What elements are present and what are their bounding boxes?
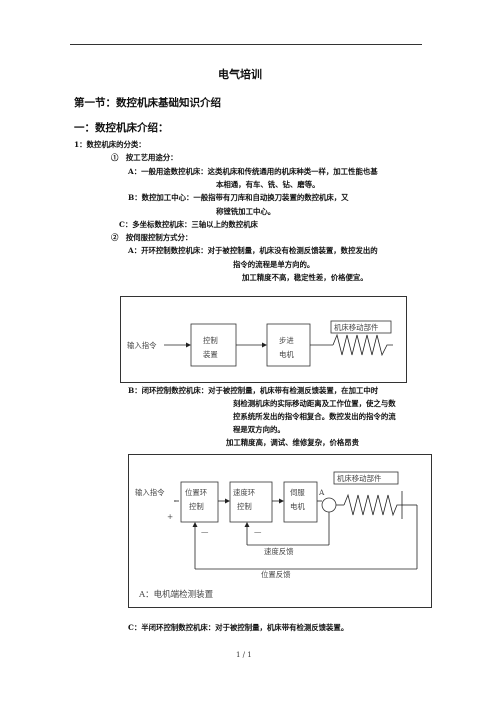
d2-speed-control-label2: 控制 bbox=[237, 502, 252, 511]
page-number: 1 / 1 bbox=[236, 651, 252, 659]
section-heading: 第一节：数控机床基础知识介绍 bbox=[74, 97, 221, 109]
text-line: A：一般用途数控机床：这类机床和传统通用的机床种类一样，加工性能也基 bbox=[128, 167, 378, 176]
d1-moving-part-label: 机床移动部件 bbox=[334, 323, 379, 332]
d1-moving-part-box bbox=[330, 320, 392, 334]
text-line: 指令的流程是单方向的。 bbox=[233, 260, 315, 269]
subsection-heading: 一：数控机床介绍： bbox=[74, 122, 169, 134]
d2-speed-feedback-label: 速度反馈 bbox=[264, 547, 294, 556]
d2-moving-part-box bbox=[333, 471, 399, 485]
d2-speed-control-label1: 速度环 bbox=[233, 488, 255, 497]
d2-minus-sign-1: — bbox=[201, 527, 209, 536]
text-line: B：数控加工中心：一般指带有刀库和自动换刀装置的数控机床，又 bbox=[128, 193, 349, 202]
d2-servo-motor-box bbox=[283, 481, 318, 523]
d1-motor-label2: 电机 bbox=[279, 350, 294, 359]
d1-leadscrew bbox=[332, 333, 393, 357]
d2-caption: A：电机端检测装置 bbox=[138, 589, 214, 600]
header-rule bbox=[70, 44, 422, 45]
d2-servo-motor-label2: 电机 bbox=[290, 502, 305, 511]
d2-input-label: 输入指令 bbox=[135, 488, 165, 497]
text-line: ② 按伺服控制方式分： bbox=[111, 233, 193, 242]
text-line: 程是双方向的。 bbox=[233, 425, 285, 434]
text-line: 称镗铣加工中心。 bbox=[216, 207, 276, 216]
text-line: 控系统所发出的指令相复合。数控发出的指令的流 bbox=[233, 412, 396, 421]
d2-leadscrew bbox=[343, 493, 402, 517]
closed-loop-diagram: 输入指令 位置环 控制 + 速度环 控制 — 伺服 电机 — A 机床移动部件 … bbox=[128, 454, 432, 608]
text-line: 1：数控机床的分类： bbox=[74, 140, 146, 149]
d2-position-feedback-label: 位置反馈 bbox=[261, 570, 291, 579]
d1-input-label: 输入指令 bbox=[127, 341, 157, 350]
d2-moving-part-label: 机床移动部件 bbox=[337, 474, 382, 483]
text-line: 本相通，有车、铣、钻、磨等。 bbox=[216, 180, 320, 189]
d2-servo-motor-label1: 伺服 bbox=[290, 488, 305, 497]
text-line: 加工精度不高，稳定性差，价格便宜。 bbox=[242, 273, 368, 282]
page-title: 电气培训 bbox=[218, 68, 262, 81]
d1-controller-box bbox=[190, 323, 237, 367]
d2-minus-sign-2: — bbox=[254, 527, 262, 536]
text-line: B：闭环控制数控机床：对于被控制量，机床带有检测反馈装置，在加工中时 bbox=[128, 386, 379, 395]
d2-plus-sign: + bbox=[167, 512, 173, 521]
d2-speed-control-box bbox=[229, 481, 273, 523]
d2-position-control-label1: 位置环 bbox=[185, 488, 207, 497]
text-line: ① 按工艺用途分： bbox=[111, 153, 178, 162]
d2-encoder-circle bbox=[321, 497, 337, 513]
d1-motor-label1: 步进 bbox=[279, 336, 294, 345]
text-line: C：多坐标数控机床：三轴以上的数控机床 bbox=[119, 220, 258, 229]
open-loop-diagram: 输入指令 控制 装置 步进 电机 机床移动部件 bbox=[120, 296, 407, 383]
d1-motor-box bbox=[266, 323, 311, 367]
d2-position-control-box bbox=[180, 481, 219, 523]
d2-position-control-label2: 控制 bbox=[189, 502, 204, 511]
text-line: C：半闭环控制数控机床：对于被控制量，机床带有检测反馈装置。 bbox=[128, 623, 349, 632]
d1-controller-label1: 控制 bbox=[203, 336, 218, 345]
text-line: 加工精度高，调试、维修复杂，价格昂贵 bbox=[226, 438, 360, 447]
text-line: A：开环控制数控机床：对于被控制量，机床没有检测反馈装置，数控发出的 bbox=[128, 246, 378, 255]
d1-controller-label2: 装置 bbox=[203, 350, 218, 359]
d2-point-a-label: A bbox=[318, 488, 325, 497]
text-line: 刻检测机床的实际移动距离及工作位置，使之与数 bbox=[233, 399, 396, 408]
